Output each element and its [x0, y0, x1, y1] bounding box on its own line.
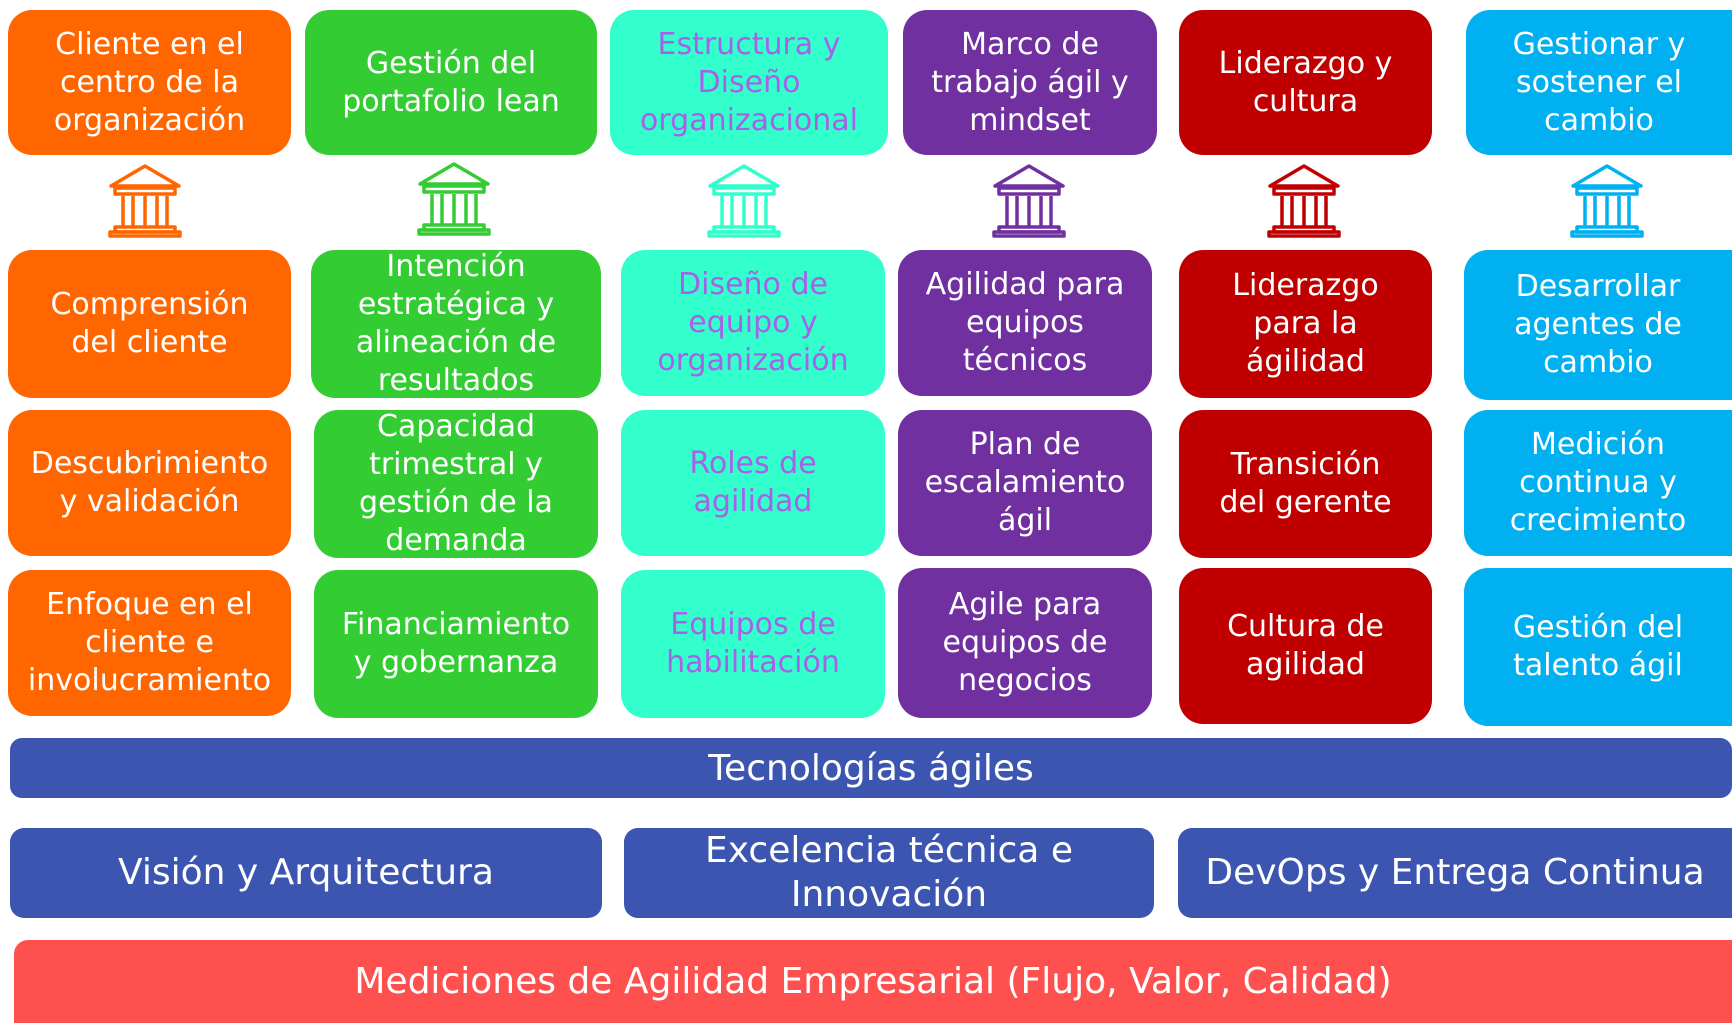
- item-customer-understanding: Comprensión del cliente: [8, 250, 291, 398]
- item-quarterly-capacity: Capacidad trimestral y gestión de la dem…: [314, 410, 598, 558]
- pillar-title-org-design: Estructura y Diseño organizacional: [610, 10, 888, 155]
- item-team-org-design: Diseño de equipo y organización: [621, 250, 885, 396]
- pillar-building-icon: [992, 164, 1066, 238]
- pillar-building-icon: [108, 164, 182, 238]
- item-agility-culture: Cultura de agilidad: [1179, 568, 1432, 724]
- item-agility-roles: Roles de agilidad: [621, 410, 885, 556]
- agile-technologies-bar: Tecnologías ágiles: [10, 738, 1732, 798]
- pillar-title-change-management: Gestionar y sostener el cambio: [1466, 10, 1732, 155]
- item-strategic-intent: Intención estratégica y alineación de re…: [311, 250, 601, 398]
- pillar-title-agile-framework: Marco de trabajo ágil y mindset: [903, 10, 1157, 155]
- pillar-title-customer-centric: Cliente en el centro de la organización: [8, 10, 291, 155]
- pillar-building-icon: [417, 162, 491, 236]
- item-agility-leadership: Liderazgo para la ágilidad: [1179, 250, 1432, 398]
- vision-architecture-bar: Visión y Arquitectura: [10, 828, 602, 918]
- pillar-building-icon: [707, 164, 781, 238]
- pillar-title-lean-portfolio: Gestión del portafolio lean: [305, 10, 597, 155]
- item-enabling-teams: Equipos de habilitación: [621, 570, 885, 718]
- item-funding-governance: Financiamiento y gobernanza: [314, 570, 598, 718]
- enterprise-agility-metrics-bar: Mediciones de Agilidad Empresarial (Fluj…: [14, 940, 1732, 1023]
- item-continuous-measurement: Medición continua y crecimiento: [1464, 410, 1732, 556]
- item-business-team-agile: Agile para equipos de negocios: [898, 568, 1152, 718]
- item-scaling-plan: Plan de escalamiento ágil: [898, 410, 1152, 556]
- item-customer-focus: Enfoque en el cliente e involucramiento: [8, 570, 291, 716]
- pillar-building-icon: [1267, 164, 1341, 238]
- item-agile-talent: Gestión del talento ágil: [1464, 568, 1732, 726]
- pillar-title-leadership-culture: Liderazgo y cultura: [1179, 10, 1432, 155]
- item-manager-transition: Transición del gerente: [1179, 410, 1432, 558]
- item-tech-team-agility: Agilidad para equipos técnicos: [898, 250, 1152, 396]
- devops-continuous-delivery-bar: DevOps y Entrega Continua: [1178, 828, 1732, 918]
- pillar-building-icon: [1570, 164, 1644, 238]
- technical-excellence-bar: Excelencia técnica e Innovación: [624, 828, 1154, 918]
- item-discovery-validation: Descubrimiento y validación: [8, 410, 291, 556]
- item-change-agents: Desarrollar agentes de cambio: [1464, 250, 1732, 400]
